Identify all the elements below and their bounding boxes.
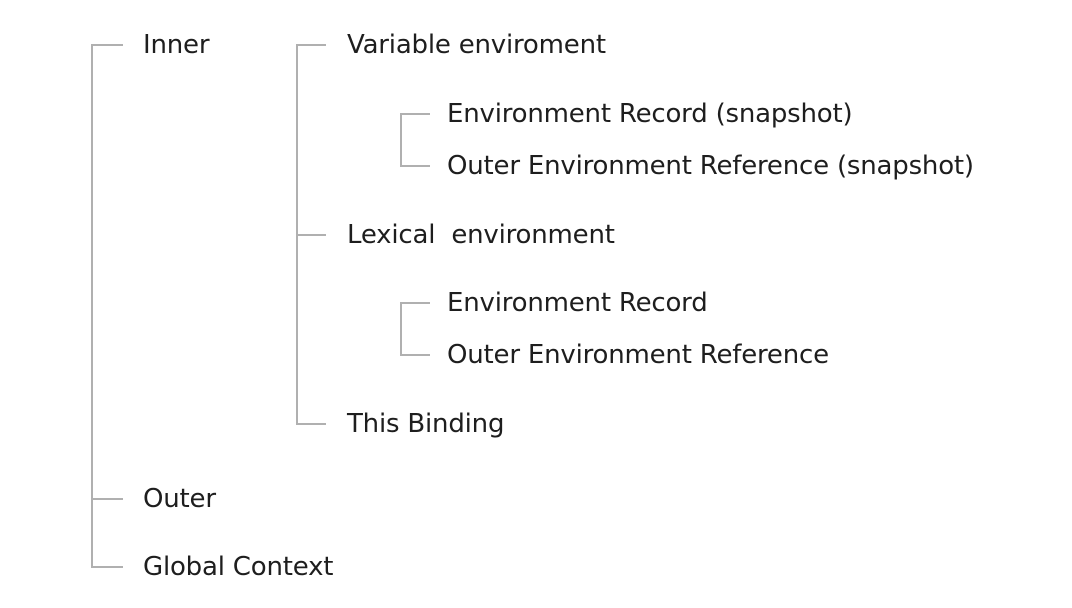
node-lexical-outer-reference: Outer Environment Reference: [447, 340, 829, 370]
lexical-env-vertical-line: [400, 302, 402, 356]
inner-branch-line: [91, 44, 123, 46]
root-vertical-line: [91, 44, 93, 568]
node-variable-outer-reference: Outer Environment Reference (snapshot): [447, 151, 974, 181]
node-this-binding: This Binding: [347, 409, 505, 439]
node-lexical-environment: Lexical environment: [347, 220, 615, 250]
this-binding-branch-line: [296, 423, 326, 425]
node-inner: Inner: [143, 30, 210, 60]
lexical-outer-ref-branch-line: [400, 354, 430, 356]
node-variable-environment: Variable enviroment: [347, 30, 606, 60]
variable-record-branch-line: [400, 113, 430, 115]
node-variable-environment-record: Environment Record (snapshot): [447, 99, 853, 129]
variable-outer-ref-branch-line: [400, 165, 430, 167]
node-lexical-environment-record: Environment Record: [447, 288, 708, 318]
variable-env-vertical-line: [400, 113, 402, 167]
lexical-env-branch-line: [296, 234, 326, 236]
variable-env-branch-line: [296, 44, 326, 46]
node-global-context: Global Context: [143, 552, 334, 582]
node-outer: Outer: [143, 484, 216, 514]
outer-branch-line: [91, 498, 123, 500]
global-branch-line: [91, 566, 123, 568]
lexical-record-branch-line: [400, 302, 430, 304]
